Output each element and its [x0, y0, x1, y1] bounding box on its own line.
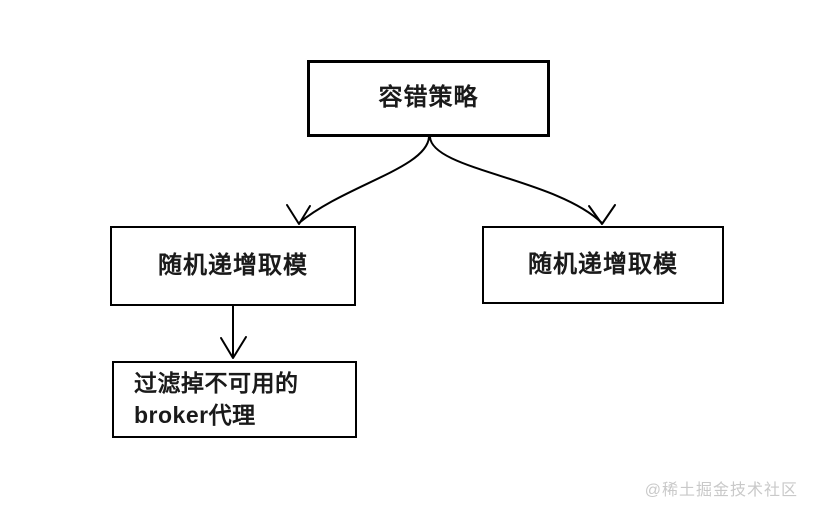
node-fault-strategy: 容错策略 — [307, 60, 550, 137]
watermark-juejin-community: @稀土掘金技术社区 — [644, 482, 798, 499]
node-random-increment-mod-right: 随机递增取模 — [482, 226, 724, 304]
node-random-increment-mod-left: 随机递增取模 — [110, 226, 356, 306]
node-fault-strategy-label: 容错策略 — [378, 84, 479, 112]
edge-root-to-right-arrowhead-icon — [588, 204, 616, 225]
node-filter-unavailable-brokers: 过滤掉不可用的 broker代理 — [112, 361, 357, 438]
edge-root-to-right-line — [429, 136, 603, 224]
edge-root-to-left-arrowhead-icon — [286, 204, 311, 225]
edge-root-to-left-line — [298, 136, 430, 224]
edge-left-to-filter-arrowhead-icon — [220, 336, 247, 359]
node-random-increment-mod-left-label: 随机递增取模 — [158, 251, 308, 279]
node-random-increment-mod-right-label: 随机递增取模 — [528, 250, 678, 278]
node-filter-label-line2: broker代理 — [134, 401, 256, 428]
node-filter-label-line1: 过滤掉不可用的 — [134, 370, 299, 397]
